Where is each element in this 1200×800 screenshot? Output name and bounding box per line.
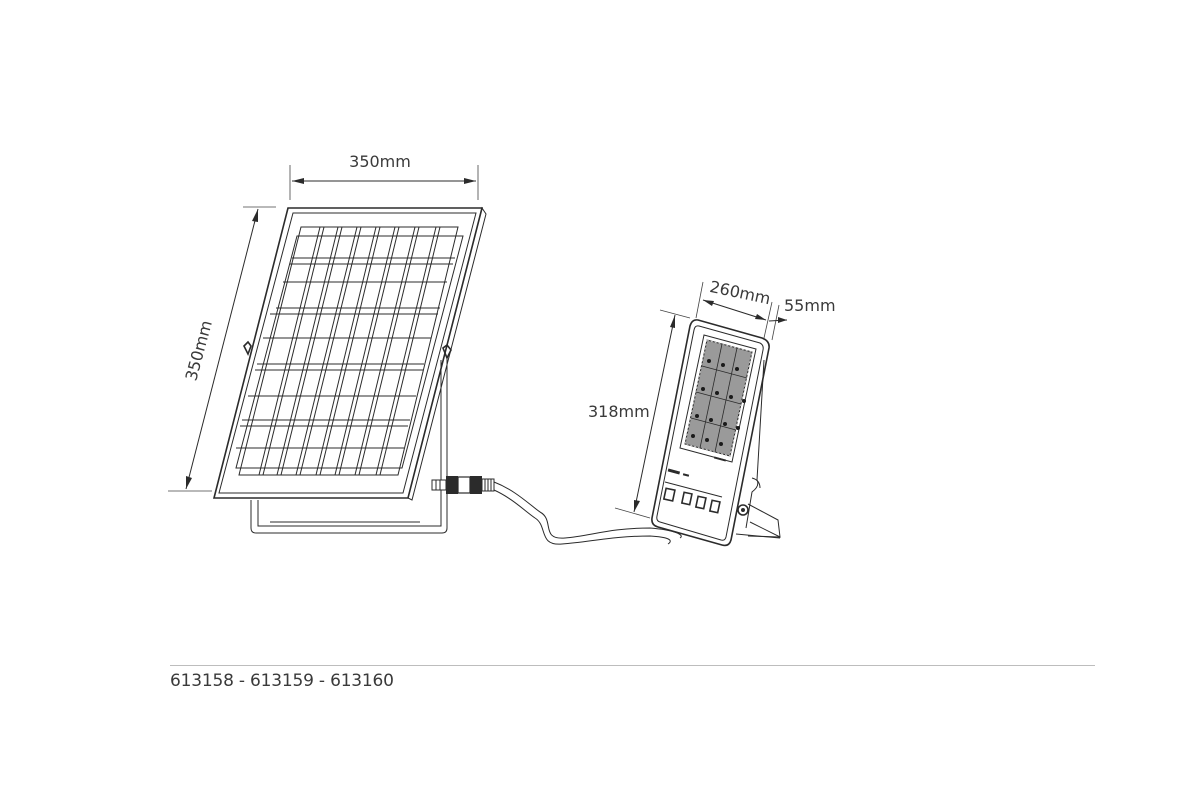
- light-width-label: 260mm: [708, 277, 772, 308]
- footer-divider: [170, 665, 1095, 666]
- hinge-knob-left: [243, 340, 252, 356]
- mounting-bracket: [735, 503, 781, 539]
- light-height-dimension: 318mm: [588, 309, 691, 519]
- cable: [493, 481, 682, 545]
- product-codes: 613158 - 613159 - 613160: [170, 671, 394, 691]
- control-buttons: [662, 487, 721, 514]
- panel-height-label: 350mm: [182, 318, 216, 383]
- light-height-label: 318mm: [588, 402, 650, 421]
- cable-connector: [431, 476, 495, 494]
- solar-cell-grid: [236, 226, 455, 476]
- panel-width-dimension: 350mm: [289, 152, 479, 200]
- led-array: [684, 339, 753, 457]
- solar-panel: 350mm 350mm: [168, 152, 495, 534]
- hinge-knob-right: [442, 343, 452, 360]
- panel-width-label: 350mm: [349, 152, 411, 171]
- flood-light: 260mm 55mm 318mm: [588, 277, 836, 547]
- light-depth-dimension: 55mm: [768, 296, 836, 341]
- panel-stand: [250, 358, 448, 534]
- light-depth-label: 55mm: [784, 296, 836, 315]
